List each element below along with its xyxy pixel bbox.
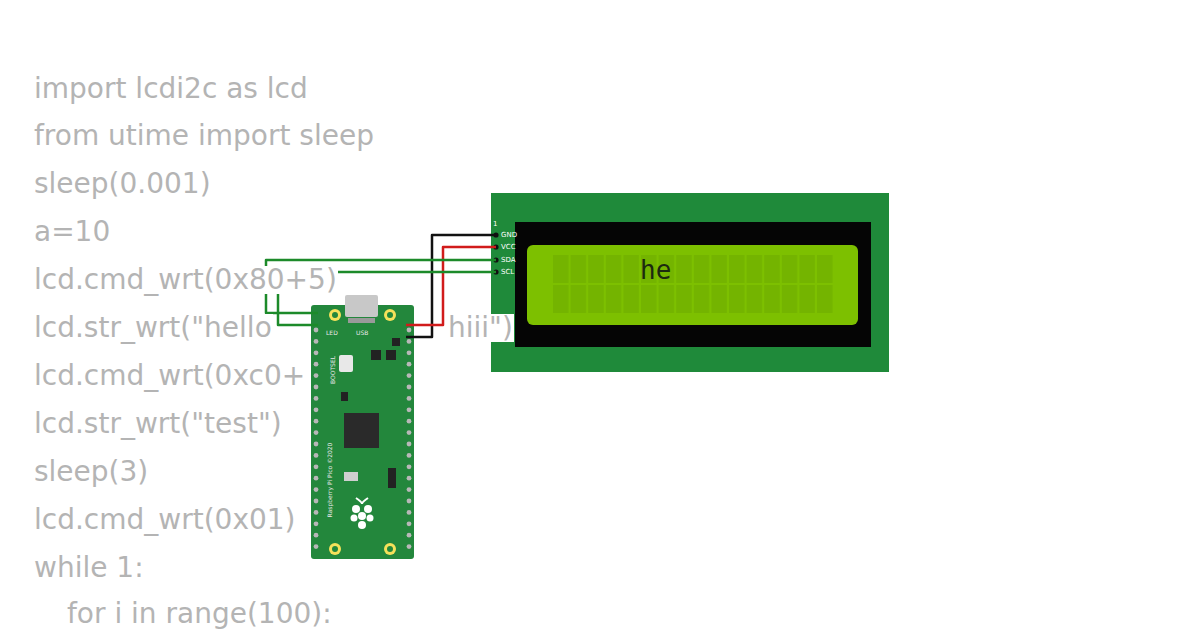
pin-name: SDA bbox=[501, 257, 516, 264]
lcd-module bbox=[491, 193, 889, 372]
code-line: lcd.cmd_wrt(0x01) bbox=[33, 506, 297, 534]
code-line: a=10 bbox=[33, 218, 111, 246]
lcd-characters: he bbox=[640, 257, 671, 283]
code-line: from utime import sleep bbox=[33, 122, 375, 150]
pico-board bbox=[311, 295, 414, 559]
code-line: while 1: bbox=[33, 554, 145, 582]
board-label: Raspberry Pi Pico ©2020 bbox=[327, 443, 333, 518]
code-line: for i in range(100): bbox=[66, 600, 333, 628]
code-line: sleep(3) bbox=[33, 458, 149, 486]
pin-number: 1 bbox=[493, 221, 497, 228]
code-line: lcd.cmd_wrt(0xc0+ bbox=[33, 362, 306, 390]
board-label: USB bbox=[356, 330, 368, 336]
pin-name: SCL bbox=[501, 269, 514, 276]
code-line: sleep(0.001) bbox=[33, 170, 212, 198]
code-line: hiii") bbox=[447, 314, 514, 342]
board-label: LED bbox=[326, 330, 338, 336]
code-line: lcd.str_wrt("hello bbox=[33, 314, 273, 342]
pin-name: GND bbox=[501, 232, 517, 239]
pin-name: VCC bbox=[501, 244, 516, 251]
board-label: BOOTSEL bbox=[330, 356, 336, 384]
code-line: lcd.cmd_wrt(0x80+5) bbox=[33, 266, 338, 294]
code-line: import lcdi2c as lcd bbox=[33, 75, 309, 103]
code-line: lcd.str_wrt("test") bbox=[33, 410, 283, 438]
